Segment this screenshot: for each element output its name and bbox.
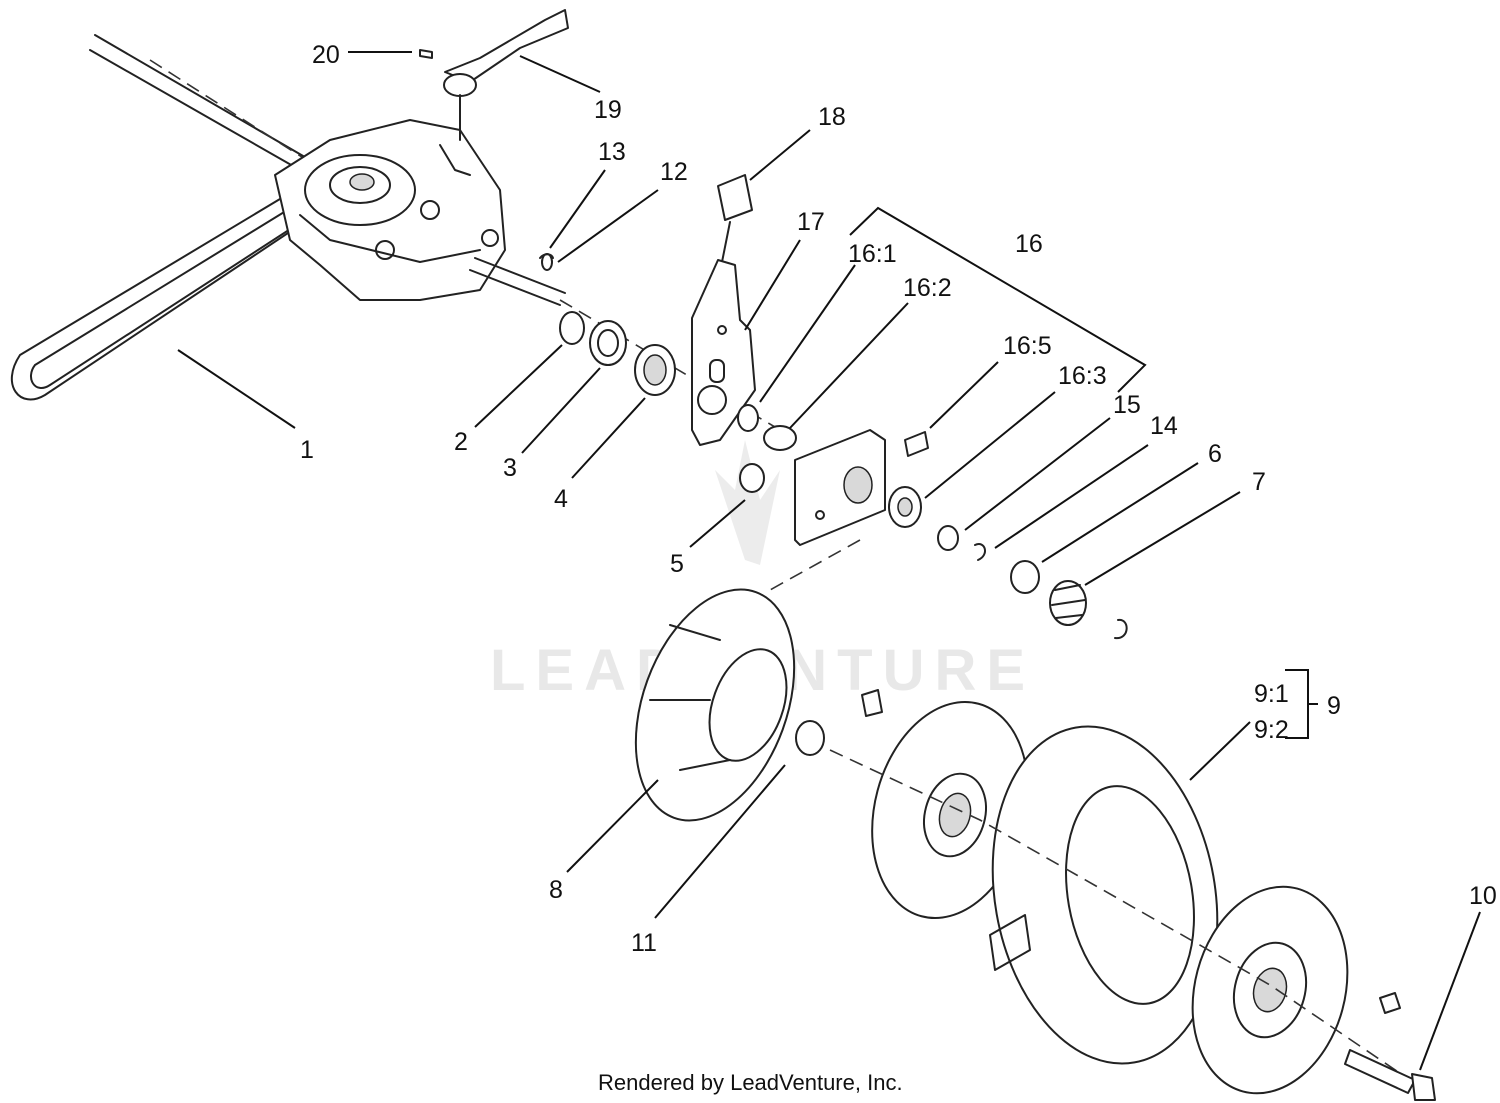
part-9-wheel <box>829 689 1411 1095</box>
callout-14: 14 <box>1150 412 1178 440</box>
shaft-hardware <box>469 253 781 431</box>
callout-19: 19 <box>594 96 622 124</box>
callout-16-3: 16:3 <box>1058 362 1107 390</box>
part-16-bracket-line <box>849 206 1147 393</box>
part-14-clip <box>974 543 986 561</box>
part-19-shift-lever <box>419 9 569 141</box>
hub-bolt <box>861 689 883 717</box>
callout-9-1: 9:1 <box>1254 680 1289 708</box>
part-15-washer <box>937 525 959 551</box>
callout-11: 11 <box>631 929 657 957</box>
axle-bolt <box>1344 1049 1416 1094</box>
callout-7: 7 <box>1252 468 1266 496</box>
callout-16-1: 16:1 <box>848 240 897 268</box>
drive-belt-outer <box>10 174 346 401</box>
part-9-bracket-line <box>1285 669 1318 739</box>
callout-17: 17 <box>797 208 825 236</box>
small-gear-parts <box>937 525 1128 640</box>
callout-20: 20 <box>312 41 340 69</box>
watermark-flame <box>715 440 780 565</box>
callout-3: 3 <box>503 454 517 482</box>
part-18-clip <box>717 174 753 221</box>
part-13-pin <box>539 253 554 259</box>
part-7-clip <box>1114 618 1128 640</box>
part-8-wheel-cover <box>634 588 796 822</box>
callout-16-2: 16:2 <box>903 274 952 302</box>
leader-lines <box>177 51 1481 1071</box>
part-11-bushing <box>795 720 825 756</box>
callout-18: 18 <box>818 103 846 131</box>
part-20-pin <box>419 49 433 59</box>
part-12-key <box>541 253 553 271</box>
axle-shaft-bottom <box>89 49 301 171</box>
hub-nut <box>1379 992 1401 1014</box>
callout-8: 8 <box>549 876 563 904</box>
part-16-1-bearing <box>737 404 759 432</box>
callout-4: 4 <box>554 485 568 513</box>
callout-10: 10 <box>1469 882 1497 910</box>
transmission-housing <box>274 119 506 301</box>
axle-shaft-top <box>94 34 311 161</box>
part-16-assembly <box>737 404 929 591</box>
part-10-bolt <box>1344 1049 1436 1101</box>
part-6-washer <box>1010 560 1040 594</box>
shift-lever <box>444 9 569 83</box>
callout-1: 1 <box>300 436 314 464</box>
part-16-2-spacer <box>763 425 797 451</box>
callout-13: 13 <box>598 138 626 166</box>
part-2-retaining-ring <box>559 311 585 345</box>
wheel-cover-outer <box>634 588 796 822</box>
callout-9: 9 <box>1327 692 1341 720</box>
tire <box>991 725 1219 1065</box>
callout-16: 16 <box>1015 230 1043 258</box>
footer-credit: Rendered by LeadVenture, Inc. <box>598 1070 903 1095</box>
tread-mark <box>989 914 1031 971</box>
part-16-5-stud <box>904 431 929 457</box>
callout-5: 5 <box>670 550 684 578</box>
callout-15: 15 <box>1113 391 1141 419</box>
callout-9-2: 9:2 <box>1254 716 1289 744</box>
callout-6: 6 <box>1208 440 1222 468</box>
callout-12: 12 <box>660 158 688 186</box>
part-5-nut <box>739 463 765 493</box>
callout-16-5: 16:5 <box>1003 332 1052 360</box>
callout-2: 2 <box>454 428 468 456</box>
part-17-18-bracket <box>691 174 756 446</box>
callouts: 20 19 18 13 12 17 16:1 16 16:2 16:5 16:3… <box>300 41 1497 957</box>
